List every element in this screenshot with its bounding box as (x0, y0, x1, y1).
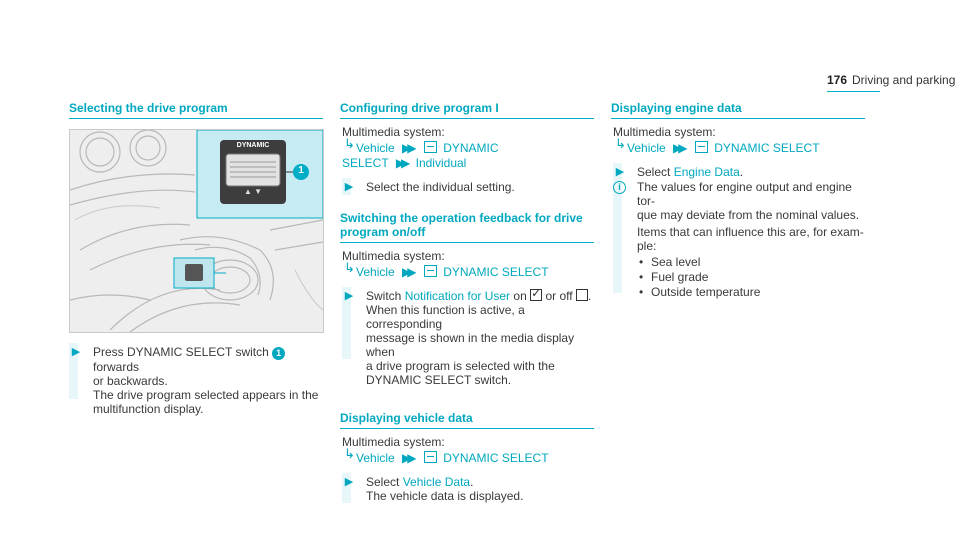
section-heading: Selecting the drive program (69, 101, 228, 115)
step-text: DYNAMIC SELECT switch. (366, 373, 512, 387)
callout-1-badge: 1 (298, 165, 304, 176)
double-chevron-icon: ▶▶ (395, 156, 411, 170)
section-heading: Displaying engine data (611, 101, 742, 115)
vehicle-data-link[interactable]: Vehicle Data (402, 475, 471, 489)
step-arrow-icon: ▶ (344, 181, 354, 193)
seat-icon (694, 141, 708, 153)
step-text: multifunction display. (93, 402, 204, 416)
note-text: que may deviate from the nominal values. (637, 208, 860, 222)
step-text: The drive program selected appears in th… (93, 388, 319, 402)
menu-path: ↳ Vehicle ▶▶ DYNAMIC SELECT (342, 447, 594, 466)
menu-link-dynamic-select[interactable]: DYNAMIC SELECT (443, 451, 549, 465)
double-chevron-icon: ▶▶ (402, 141, 417, 155)
callout-1-icon: 1 (272, 347, 286, 360)
step-text: or backwards. (93, 374, 168, 388)
step-bar (342, 473, 351, 503)
section-heading: Displaying vehicle data (340, 411, 473, 425)
heading-rule (340, 428, 594, 429)
step-text: Press DYNAMIC SELECT switch (93, 345, 269, 359)
step-arrow-icon: ▶ (344, 476, 354, 488)
dynamic-select-figure: ▲ ▼ DYNAMIC 1 (69, 129, 324, 333)
double-chevron-icon: ▶▶ (402, 451, 417, 465)
step-bar (613, 163, 622, 293)
section-heading: Switching the operation feedback for dri… (340, 211, 583, 239)
step-text: forwards (93, 360, 140, 374)
svg-text:▲ ▼: ▲ ▼ (244, 187, 262, 196)
menu-link-vehicle[interactable]: Vehicle (627, 141, 666, 155)
engine-data-link[interactable]: Engine Data (673, 165, 740, 179)
menu-link-individual[interactable]: Individual (415, 156, 467, 170)
info-icon: i (613, 181, 626, 194)
note-text: The values for engine output and engine … (637, 180, 852, 208)
menu-path-cont: SELECT ▶▶ Individual (342, 156, 594, 170)
menu-path: ↳ Vehicle ▶▶ DYNAMIC SELECT (342, 261, 594, 280)
multimedia-label: Multimedia system: (342, 435, 445, 449)
menu-link-vehicle[interactable]: Vehicle (356, 451, 395, 465)
note-text: Items that can influence this are, for e… (637, 225, 864, 239)
menu-link-select[interactable]: SELECT (342, 156, 389, 170)
step-text: message is shown in the media display wh… (366, 331, 575, 359)
dynamic-switch-label: DYNAMIC (236, 142, 270, 149)
list-item: Outside temperature (639, 285, 865, 300)
step-arrow-icon: ▶ (344, 290, 354, 302)
step-text: When this function is active, a correspo… (366, 303, 525, 331)
page-number: 176 (827, 73, 848, 87)
column-1: Selecting the drive program (69, 101, 323, 119)
note-text: ple: (637, 239, 657, 253)
console-illustration: ▲ ▼ (70, 130, 323, 332)
heading-rule (340, 118, 594, 119)
checkbox-unchecked-icon (575, 289, 588, 301)
multimedia-label: Multimedia system: (342, 249, 445, 263)
notification-for-user-link[interactable]: Notification for User (404, 289, 511, 303)
menu-link-vehicle[interactable]: Vehicle (356, 141, 395, 155)
header-rule (827, 91, 880, 92)
seat-icon (423, 451, 437, 463)
step-arrow-icon: ▶ (615, 166, 625, 178)
column-2: Configuring drive program I Multimedia s… (340, 101, 594, 503)
list-item: Sea level (639, 255, 865, 270)
step-bar (69, 343, 78, 399)
path-hook-icon: ↳ (344, 136, 355, 151)
seat-icon (423, 265, 437, 277)
menu-link-vehicle[interactable]: Vehicle (356, 265, 395, 279)
column-3: Displaying engine data Multimedia system… (611, 101, 865, 300)
section-heading: Configuring drive program I (340, 101, 499, 115)
section-title: Driving and parking (852, 73, 956, 87)
step-arrow-icon: ▶ (71, 346, 81, 358)
path-hook-icon: ↳ (344, 446, 355, 461)
checkbox-checked-icon (530, 286, 543, 301)
step-text: a drive program is selected with the (366, 359, 555, 373)
heading-rule (611, 118, 865, 119)
seat-icon (423, 141, 437, 153)
menu-link-dynamic-select[interactable]: DYNAMIC SELECT (714, 141, 820, 155)
menu-link-dynamic[interactable]: DYNAMIC (443, 141, 499, 155)
col1-step: ▶ Press DYNAMIC SELECT switch 1 forwards… (69, 343, 323, 416)
list-item: Fuel grade (639, 270, 865, 285)
step-bar (342, 178, 351, 195)
double-chevron-icon: ▶▶ (673, 141, 688, 155)
double-chevron-icon: ▶▶ (402, 265, 417, 279)
heading-rule (340, 242, 594, 243)
path-hook-icon: ↳ (615, 136, 626, 151)
multimedia-label: Multimedia system: (342, 125, 445, 139)
path-hook-icon: ↳ (344, 260, 355, 275)
step-text: Select the individual setting. (366, 180, 515, 194)
step-text: The vehicle data is displayed. (366, 489, 524, 503)
menu-path: ↳ Vehicle ▶▶ DYNAMIC SELECT (613, 137, 865, 156)
menu-link-dynamic-select[interactable]: DYNAMIC SELECT (443, 265, 549, 279)
multimedia-label: Multimedia system: (613, 125, 716, 139)
menu-path: ↳ Vehicle ▶▶ DYNAMIC (342, 137, 594, 156)
step-bar (342, 287, 351, 359)
heading-rule (69, 118, 323, 119)
influence-list: Sea level Fuel grade Outside temperature (637, 255, 865, 300)
